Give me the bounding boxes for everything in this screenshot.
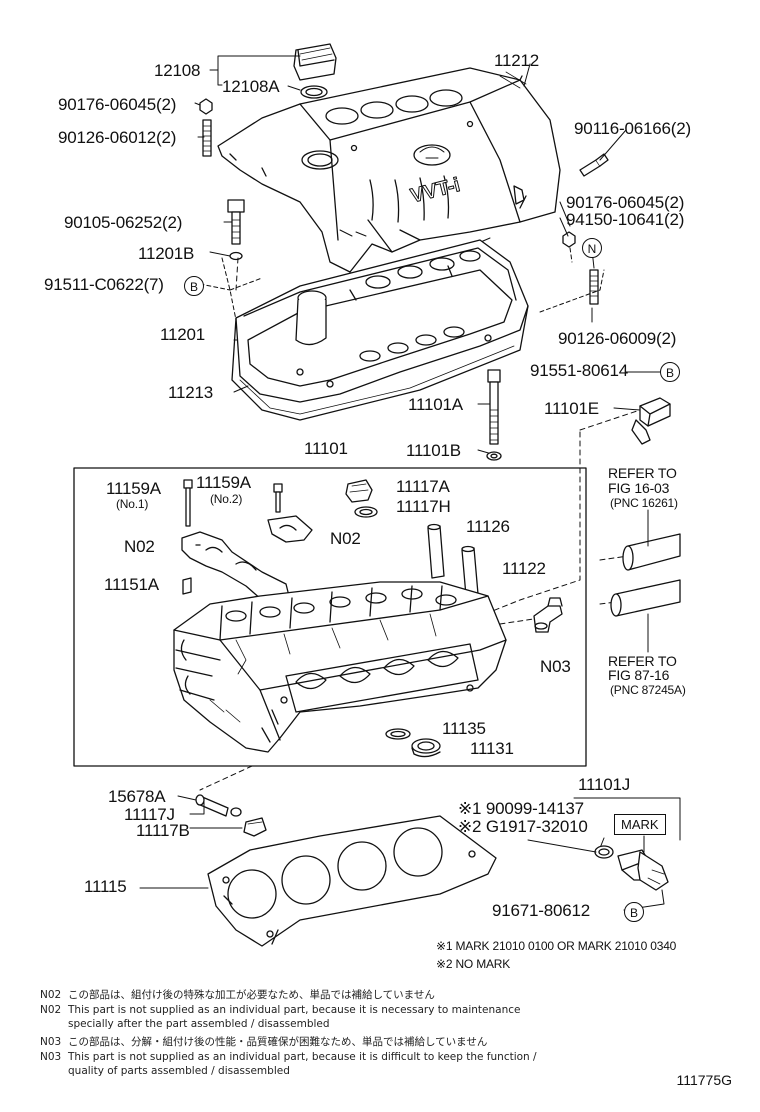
circle-b-91511: B (184, 276, 204, 296)
label-11101: 11101 (304, 439, 348, 458)
label-90176-06045-top: 90176-06045(2) (58, 95, 177, 114)
note-text: quality of parts assembled / disassemble… (68, 1065, 290, 1077)
label-91511-C0622: 91511-C0622(7) (44, 275, 164, 294)
oil-control-valve (527, 797, 681, 911)
label-11117H: 11117H (396, 497, 451, 516)
seals-lower (385, 728, 441, 758)
label-11117B: 11117B (136, 821, 190, 840)
note-text: This part is not supplied as an individu… (68, 1004, 521, 1016)
label-11201: 11201 (160, 325, 206, 344)
label-n03: N03 (540, 657, 571, 676)
note-line-2: N02 This part is not supplied as an indiv… (40, 1005, 520, 1016)
label-91671-80612: 91671-80612 (492, 901, 591, 920)
label-11126: 11126 (466, 517, 510, 536)
footnote-mark-1: ※1 MARK 21010 0100 OR MARK 21010 0340 (436, 939, 677, 953)
circle-b-91671: B (624, 902, 644, 922)
refer-1-line2: FIG 16-03 (608, 480, 670, 496)
cylinder-head-cover-lower (231, 239, 529, 421)
hoses (610, 509, 681, 653)
cover-fasteners (199, 98, 609, 305)
label-11201B: 11201B (138, 244, 195, 263)
label-91551-80614: 91551-80614 (530, 361, 629, 380)
label-11135: 11135 (442, 719, 486, 738)
label-11117A: 11117A (396, 477, 450, 496)
cylinder-head-sub-assy-box (73, 467, 587, 767)
circle-n-94150: N (582, 238, 602, 258)
mark-box: MARK (614, 814, 666, 835)
label-11101E: 11101E (544, 399, 599, 418)
label-11117J: 11117J (124, 805, 175, 824)
head-bolt (486, 369, 502, 461)
label-11122: 11122 (502, 559, 546, 578)
label-90176-06045-right: 90176-06045(2) (566, 193, 685, 212)
footnote-mark-2: ※2 NO MARK (436, 957, 511, 971)
label-11101A: 11101A (408, 395, 463, 414)
note-text: This part is not supplied as an individu… (68, 1051, 537, 1063)
note-text: この部品は、組付け後の特殊な加工が必要なため、単品では補給していません (68, 989, 435, 1001)
label-90126-06009: 90126-06009(2) (558, 329, 677, 348)
valve-guides (427, 523, 479, 597)
note-code: N02 (40, 1004, 62, 1016)
diagram-number: 111775G (676, 1072, 732, 1088)
label-90099-14137: ※1 90099-14137 (458, 799, 584, 818)
plug-and-gasket (345, 479, 378, 518)
note-code: N03 (40, 1051, 62, 1063)
cylinder-head-cover: VVT-i (217, 67, 561, 273)
refer-2-line3: (PNC 87245A) (610, 683, 686, 697)
label-11115: 11115 (84, 877, 127, 896)
label-no1: (No.1) (116, 497, 149, 511)
label-15678A: 15678A (108, 787, 166, 806)
oil-filler-cap (293, 43, 337, 99)
note-text: specially after the part assembled / dis… (68, 1018, 330, 1030)
label-94150-10641: 94150-10641(2) (566, 210, 685, 229)
note-line-1: N02 この部品は、組付け後の特殊な加工が必要なため、単品では補給していません (40, 990, 435, 1001)
cylinder-head-gasket (139, 815, 497, 947)
lower-plugs (177, 794, 267, 837)
hose-fitting (533, 597, 563, 633)
label-11213: 11213 (168, 383, 214, 402)
note-code: N02 (40, 989, 62, 1001)
refer-2-line2: FIG 87-16 (608, 667, 670, 683)
label-n02-right: N02 (330, 529, 361, 548)
note-code: N03 (40, 1036, 62, 1048)
label-G1917-32010: ※2 G1917-32010 (458, 817, 588, 836)
camshaft-bearing-caps (181, 479, 313, 607)
refer-2-line1: REFER TO (608, 653, 677, 669)
note-line-6: quality of parts assembled / disassemble… (40, 1066, 290, 1077)
note-line-5: N03 This part is not supplied as an indiv… (40, 1052, 537, 1063)
label-11151A: 11151A (104, 575, 159, 594)
circle-b-91551: B (660, 362, 680, 382)
sensor-plug (631, 397, 671, 445)
label-90105-06252: 90105-06252(2) (64, 213, 183, 232)
label-12108A: 12108A (222, 77, 280, 96)
label-11159A-no1: 11159A (106, 479, 161, 498)
label-11159A-no2: 11159A (196, 473, 251, 492)
refer-1-line1: REFER TO (608, 465, 677, 481)
label-12108: 12108 (154, 61, 201, 80)
label-90116-06166: 90116-06166(2) (574, 119, 691, 138)
note-text: この部品は、分解・組付け後の性能・品質確保が困難なため、単品では補給していません (68, 1036, 488, 1048)
label-no2: (No.2) (210, 492, 243, 506)
label-90126-06012: 90126-06012(2) (58, 128, 177, 147)
label-n02-left: N02 (124, 537, 155, 556)
label-11212: 11212 (494, 51, 540, 70)
label-11101J: 11101J (578, 775, 631, 794)
note-line-3: specially after the part assembled / dis… (40, 1019, 330, 1030)
label-11101B: 11101B (406, 441, 461, 460)
note-line-4: N03 この部品は、分解・組付け後の性能・品質確保が困難なため、単品では補給してい… (40, 1037, 487, 1048)
refer-1-line3: (PNC 16261) (610, 496, 678, 510)
cylinder-head (173, 581, 507, 753)
label-11131: 11131 (470, 739, 514, 758)
